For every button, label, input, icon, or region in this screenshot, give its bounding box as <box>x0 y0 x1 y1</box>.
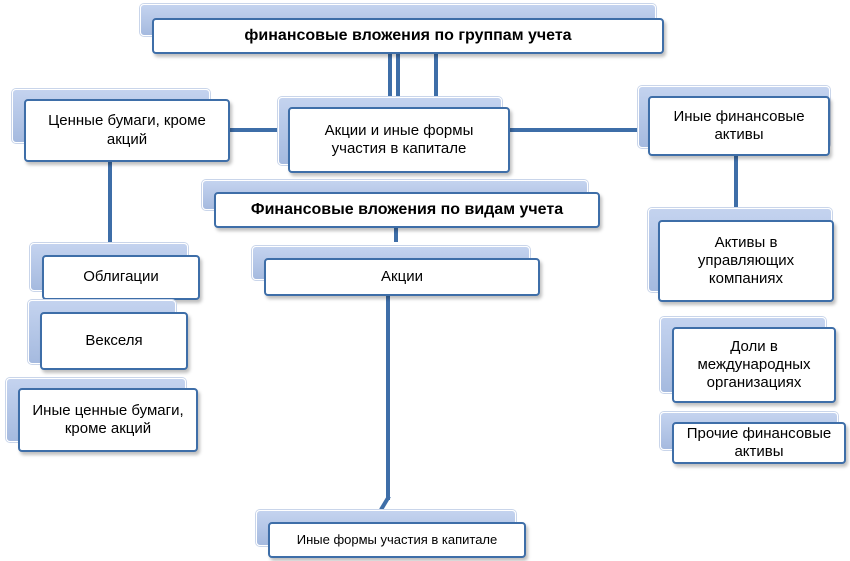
securities-label: Ценные бумаги, кроме акций <box>24 99 230 162</box>
other-securities-label: Иные ценные бумаги, кроме акций <box>18 388 198 452</box>
top-title-node: финансовые вложения по группам учета <box>140 4 664 54</box>
shares-node: Акции <box>252 246 540 296</box>
other-capital-node: Иные формы участия в капитале <box>256 510 526 558</box>
bills-label: Векселя <box>40 312 188 370</box>
bills-node: Векселя <box>28 300 188 370</box>
other-securities-node: Иные ценные бумаги, кроме акций <box>6 378 198 452</box>
securities-node: Ценные бумаги, кроме акций <box>12 89 230 163</box>
other-fin-assets-node: Прочие финансовые активы <box>660 412 846 464</box>
international-shares-node: Доли в международных организациях <box>660 317 836 403</box>
shares-capital-label: Акции и иные формы участия в капитале <box>288 107 510 173</box>
other-assets-node: Иные финансовые активы <box>638 86 832 158</box>
by-type-title-node: Финансовые вложения по видам учета <box>202 180 600 230</box>
bonds-node: Облигации <box>30 243 200 300</box>
bonds-label: Облигации <box>42 255 200 300</box>
managed-assets-label: Активы в управляющих компаниях <box>658 220 834 302</box>
other-assets-label: Иные финансовые активы <box>648 96 830 156</box>
other-capital-label: Иные формы участия в капитале <box>268 522 526 558</box>
top-title: финансовые вложения по группам учета <box>152 18 664 54</box>
managed-assets-node: Активы в управляющих компаниях <box>648 208 834 302</box>
by-type-title: Финансовые вложения по видам учета <box>214 192 600 228</box>
shares-capital-node: Акции и иные формы участия в капитале <box>278 97 512 175</box>
shares-label: Акции <box>264 258 540 296</box>
international-shares-label: Доли в международных организациях <box>672 327 836 403</box>
other-fin-assets-label: Прочие финансовые активы <box>672 422 846 464</box>
